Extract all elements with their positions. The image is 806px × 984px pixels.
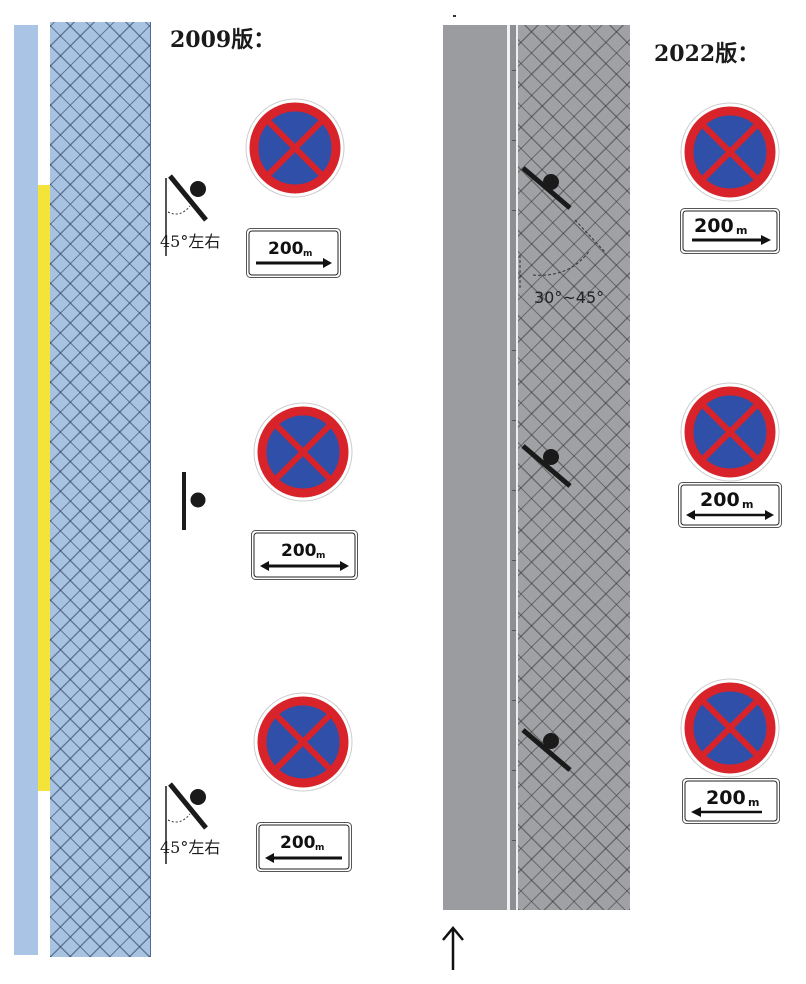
curb-tick [512, 350, 516, 351]
distance-plate-2022-1: 200 m [680, 208, 780, 254]
plate-number: 200 [694, 215, 734, 237]
sign-post-icon [165, 174, 208, 256]
curb-tick [512, 560, 516, 561]
curb-tick [512, 770, 516, 771]
road-edge-line [516, 25, 518, 910]
plate-number: 200 [281, 541, 317, 561]
no-parking-sign-icon [680, 678, 780, 778]
angle-label-left-top: 45°左右 [160, 232, 221, 251]
distance-plate-2009-3: 200 m [256, 822, 352, 872]
plate-unit: m [742, 498, 753, 511]
sign-post-icon [521, 444, 572, 488]
curb-tick [512, 840, 516, 841]
angle-label-left-bottom: 45°左右 [160, 838, 221, 857]
yellow-curb-line [38, 185, 50, 791]
sidewalk-2022 [518, 25, 630, 910]
no-parking-sign-icon [253, 692, 353, 792]
sign-post-icon [521, 728, 572, 772]
distance-plate-2022-2: 200 m [678, 482, 782, 528]
no-parking-sign-icon [680, 382, 780, 482]
plate-number: 200 [280, 833, 316, 853]
title-2009: 2009版： [170, 27, 276, 53]
lane-blue-strip [14, 25, 38, 955]
sign-post-icon [182, 472, 206, 530]
sidewalk-2009 [50, 22, 150, 957]
distance-plate-2009-1: 200 m [246, 228, 341, 278]
curb-tick [512, 70, 516, 71]
angle-label-right: 30°~45° [534, 288, 605, 307]
curb-tick [512, 140, 516, 141]
sidewalk-2009-edge [150, 22, 151, 957]
up-arrow-icon [442, 926, 464, 970]
curb-2022 [510, 25, 516, 910]
plate-number: 200 [706, 787, 746, 809]
plate-number: 200 [268, 239, 304, 259]
plate-number: 200 [700, 489, 740, 511]
top-mark [453, 15, 456, 17]
sign-post-icon [519, 166, 606, 290]
distance-plate-2022-3: 200 m [682, 778, 780, 824]
no-parking-sign-icon [680, 102, 780, 202]
plate-unit: m [303, 249, 312, 259]
sign-post-icon [165, 782, 208, 864]
no-parking-sign-icon [253, 402, 353, 502]
curb-tick [512, 210, 516, 211]
no-parking-sign-icon [245, 98, 345, 198]
curb-tick [512, 700, 516, 701]
curb-tick [512, 490, 516, 491]
plate-unit: m [316, 551, 325, 561]
road-edge-line [507, 25, 510, 910]
distance-plate-2009-2: 200 m [251, 530, 358, 580]
curb-tick [512, 630, 516, 631]
plate-unit: m [315, 843, 324, 853]
road-2022 [443, 25, 507, 910]
plate-unit: m [748, 796, 759, 809]
title-2022: 2022版： [654, 41, 760, 67]
curb-tick [512, 420, 516, 421]
plate-unit: m [736, 224, 747, 237]
